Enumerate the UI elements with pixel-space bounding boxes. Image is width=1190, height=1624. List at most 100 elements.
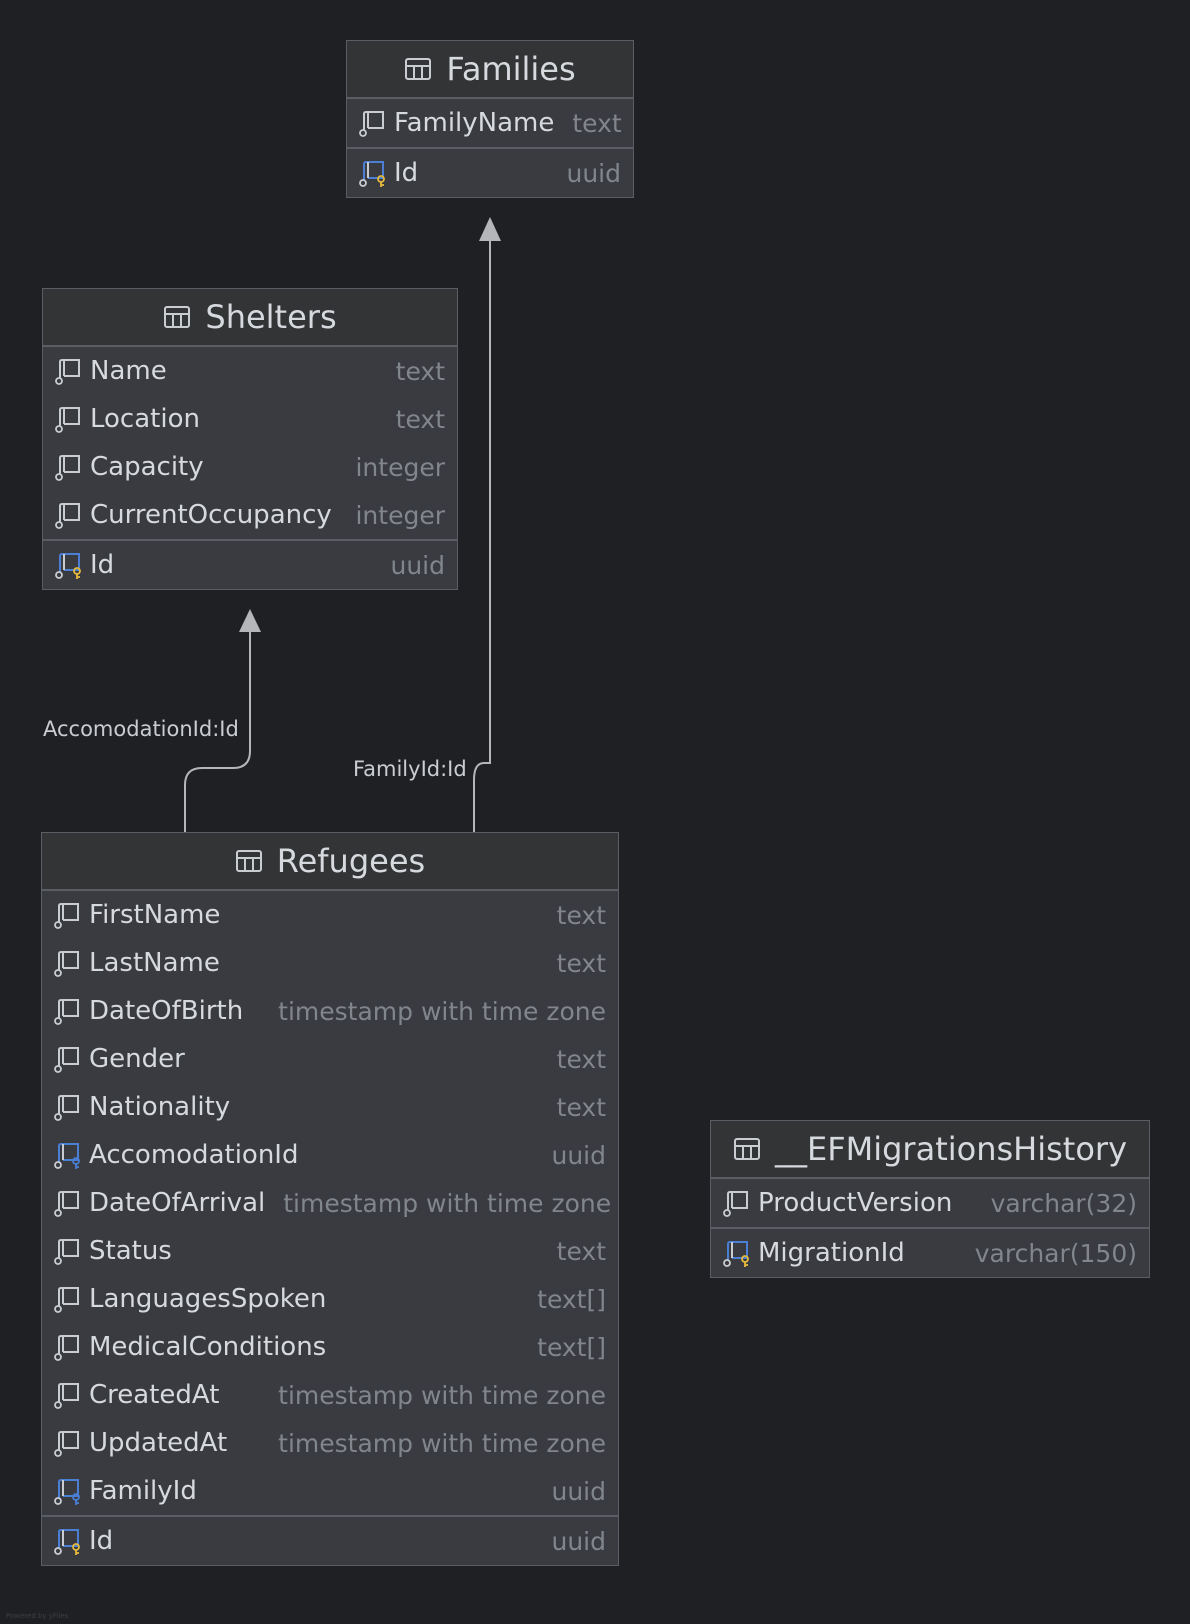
column-type: text[] <box>537 1284 606 1314</box>
primary-key-icon <box>721 1238 751 1268</box>
primary-key-icon <box>53 550 83 580</box>
column-type: text <box>556 900 606 930</box>
table-header: Families <box>347 41 633 99</box>
column-icon <box>53 404 83 434</box>
table-icon <box>163 304 191 330</box>
column-name: Id <box>394 158 419 188</box>
column-name: Gender <box>89 1044 185 1074</box>
column-name: Id <box>89 1526 114 1556</box>
column-name: FamilyName <box>394 108 555 138</box>
column-row[interactable]: CreatedAt timestamp with time zone <box>42 1371 618 1419</box>
primary-key-row[interactable]: Id uuid <box>347 147 633 197</box>
column-name: MigrationId <box>758 1238 905 1268</box>
table-header: Shelters <box>43 289 457 347</box>
accomodation-relation-line <box>184 620 251 832</box>
column-row[interactable]: Status text <box>42 1227 618 1275</box>
column-name: AccomodationId <box>89 1140 299 1170</box>
column-type: uuid <box>566 158 621 188</box>
column-row[interactable]: Name text <box>43 347 457 395</box>
column-name: CreatedAt <box>89 1380 220 1410</box>
column-type: uuid <box>551 1526 606 1556</box>
column-icon <box>52 948 82 978</box>
column-name: MedicalConditions <box>89 1332 327 1362</box>
table-title: __EFMigrationsHistory <box>774 1130 1127 1168</box>
column-type: text[] <box>537 1332 606 1362</box>
column-name: ProductVersion <box>758 1188 953 1218</box>
column-icon <box>52 996 82 1026</box>
column-name: Nationality <box>89 1092 231 1122</box>
column-type: text <box>572 108 622 138</box>
column-icon <box>52 1428 82 1458</box>
column-name: CurrentOccupancy <box>90 500 332 530</box>
primary-key-icon <box>357 158 387 188</box>
primary-key-row[interactable]: Id uuid <box>43 539 457 589</box>
primary-key-row[interactable]: Id uuid <box>42 1515 618 1565</box>
column-icon <box>53 500 83 530</box>
column-name: LanguagesSpoken <box>89 1284 327 1314</box>
column-type: varchar(150) <box>974 1238 1137 1268</box>
column-name: Status <box>89 1236 172 1266</box>
foreign-key-icon <box>52 1140 82 1170</box>
column-name: DateOfArrival <box>89 1188 266 1218</box>
column-type: integer <box>355 500 445 530</box>
column-icon <box>357 108 387 138</box>
column-row[interactable]: FirstName text <box>42 891 618 939</box>
column-name: Capacity <box>90 452 204 482</box>
column-type: text <box>556 1092 606 1122</box>
foreign-key-icon <box>52 1476 82 1506</box>
column-row[interactable]: Location text <box>43 395 457 443</box>
table-title: Refugees <box>276 842 426 880</box>
column-icon <box>52 1380 82 1410</box>
migrations-history-table[interactable]: __EFMigrationsHistory ProductVersion varc… <box>710 1120 1150 1278</box>
column-icon <box>52 1044 82 1074</box>
column-icon <box>52 900 82 930</box>
column-row[interactable]: LanguagesSpoken text[] <box>42 1275 618 1323</box>
column-name: Id <box>90 550 115 580</box>
primary-key-row[interactable]: MigrationId varchar(150) <box>711 1227 1149 1277</box>
column-icon <box>52 1188 82 1218</box>
column-type: text <box>556 948 606 978</box>
primary-key-icon <box>52 1526 82 1556</box>
column-row[interactable]: MedicalConditions text[] <box>42 1323 618 1371</box>
column-type: uuid <box>390 550 445 580</box>
table-header: Refugees <box>42 833 618 891</box>
column-name: FirstName <box>89 900 221 930</box>
family-relation-line <box>473 240 491 832</box>
column-icon <box>53 452 83 482</box>
column-icon <box>52 1092 82 1122</box>
table-icon <box>235 848 263 874</box>
column-type: text <box>395 404 445 434</box>
column-type: text <box>395 356 445 386</box>
column-type: varchar(32) <box>990 1188 1137 1218</box>
column-type: timestamp with time zone <box>278 1380 606 1410</box>
column-row[interactable]: FamilyId uuid <box>42 1467 618 1515</box>
column-icon <box>52 1284 82 1314</box>
column-name: Location <box>90 404 200 434</box>
column-row[interactable]: AccomodationId uuid <box>42 1131 618 1179</box>
column-name: FamilyId <box>89 1476 197 1506</box>
column-type: uuid <box>551 1476 606 1506</box>
column-type: text <box>556 1236 606 1266</box>
watermark: Powered by yFiles <box>6 1612 69 1620</box>
column-type: timestamp with time zone <box>278 996 606 1026</box>
table-header: __EFMigrationsHistory <box>711 1121 1149 1179</box>
column-icon <box>52 1236 82 1266</box>
accomodation-relation-label: AccomodationId:Id <box>43 717 239 741</box>
column-row[interactable]: ProductVersion varchar(32) <box>711 1179 1149 1227</box>
column-row[interactable]: CurrentOccupancy integer <box>43 491 457 539</box>
column-type: uuid <box>551 1140 606 1170</box>
column-row[interactable]: Nationality text <box>42 1083 618 1131</box>
column-row[interactable]: FamilyName text <box>347 99 633 147</box>
column-icon <box>721 1188 751 1218</box>
column-name: Name <box>90 356 167 386</box>
